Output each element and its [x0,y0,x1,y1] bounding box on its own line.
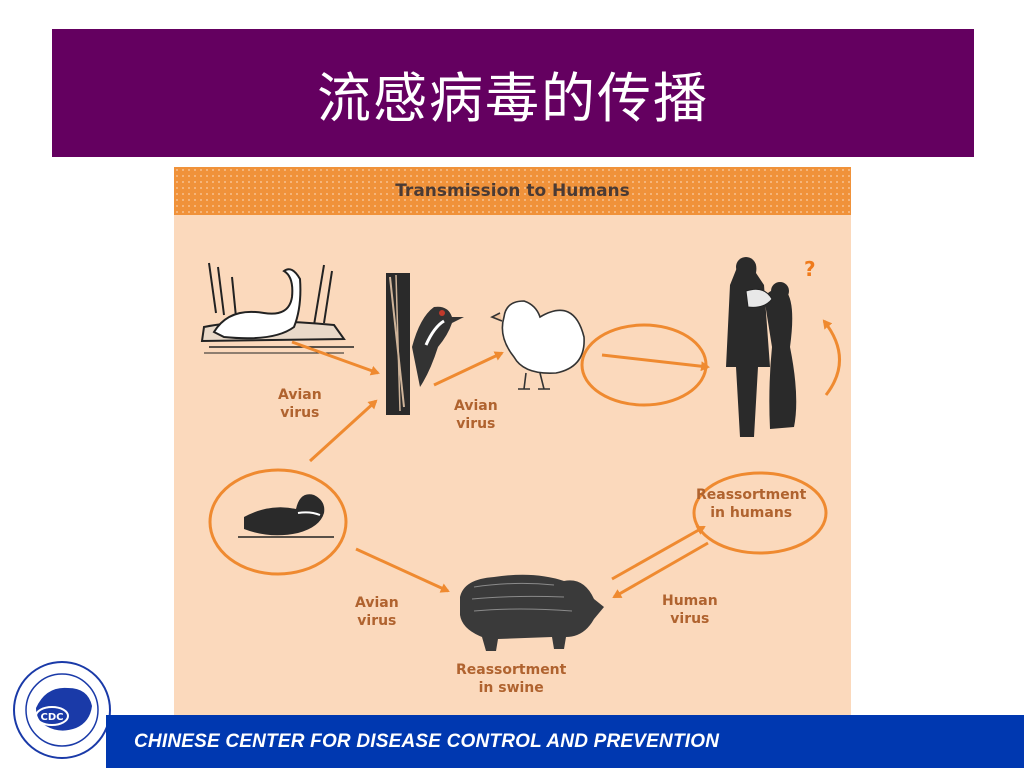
transmission-arrows [291,319,841,599]
label-reassortment-humans: Reassortment in humans [696,487,807,521]
arrow-curved-to-humans [822,319,841,396]
chicken-illustration [490,300,585,390]
arrow-pig-to-reassortment [611,525,706,581]
footer-text: CHINESE CENTER FOR DISEASE CONTROL AND P… [134,730,720,752]
cdc-logo-text: CDC [41,712,64,723]
duck-oval [208,468,348,576]
title-bar: 流感病毒的传播 [52,29,974,157]
arrow-duck-to-woodpecker [308,399,378,463]
arrow-swan-to-woodpecker [291,340,380,376]
diagram-header: Transmission to Humans [174,167,851,215]
diagram-illustration [200,257,841,651]
label-avian-virus-2: Avian virus [454,398,498,432]
arrow-human-to-pig [612,541,709,599]
question-mark: ? [804,257,816,281]
label-human-virus: Human virus [662,593,718,627]
arrow-woodpecker-to-chicken [433,351,504,387]
label-avian-virus-3: Avian virus [355,595,399,629]
reassortment-humans-oval [692,471,828,555]
label-avian-virus-1: Avian virus [278,387,322,421]
footer-bar: CHINESE CENTER FOR DISEASE CONTROL AND P… [106,715,1024,768]
woodpecker-illustration [386,273,464,415]
arrow-chicken-to-humans [601,353,710,372]
arrow-duck-to-pig [355,547,450,593]
swan-illustration [200,262,354,354]
duck-illustration [238,494,334,538]
cdc-logo: CDC [13,661,111,759]
diagram-header-text: Transmission to Humans [395,181,630,201]
slide-title: 流感病毒的传播 [317,66,709,130]
label-reassortment-swine: Reassortment in swine [456,662,567,696]
transmission-diagram: Transmission to Humans [174,167,851,727]
pig-illustration [460,574,604,651]
humans-illustration [726,257,797,437]
